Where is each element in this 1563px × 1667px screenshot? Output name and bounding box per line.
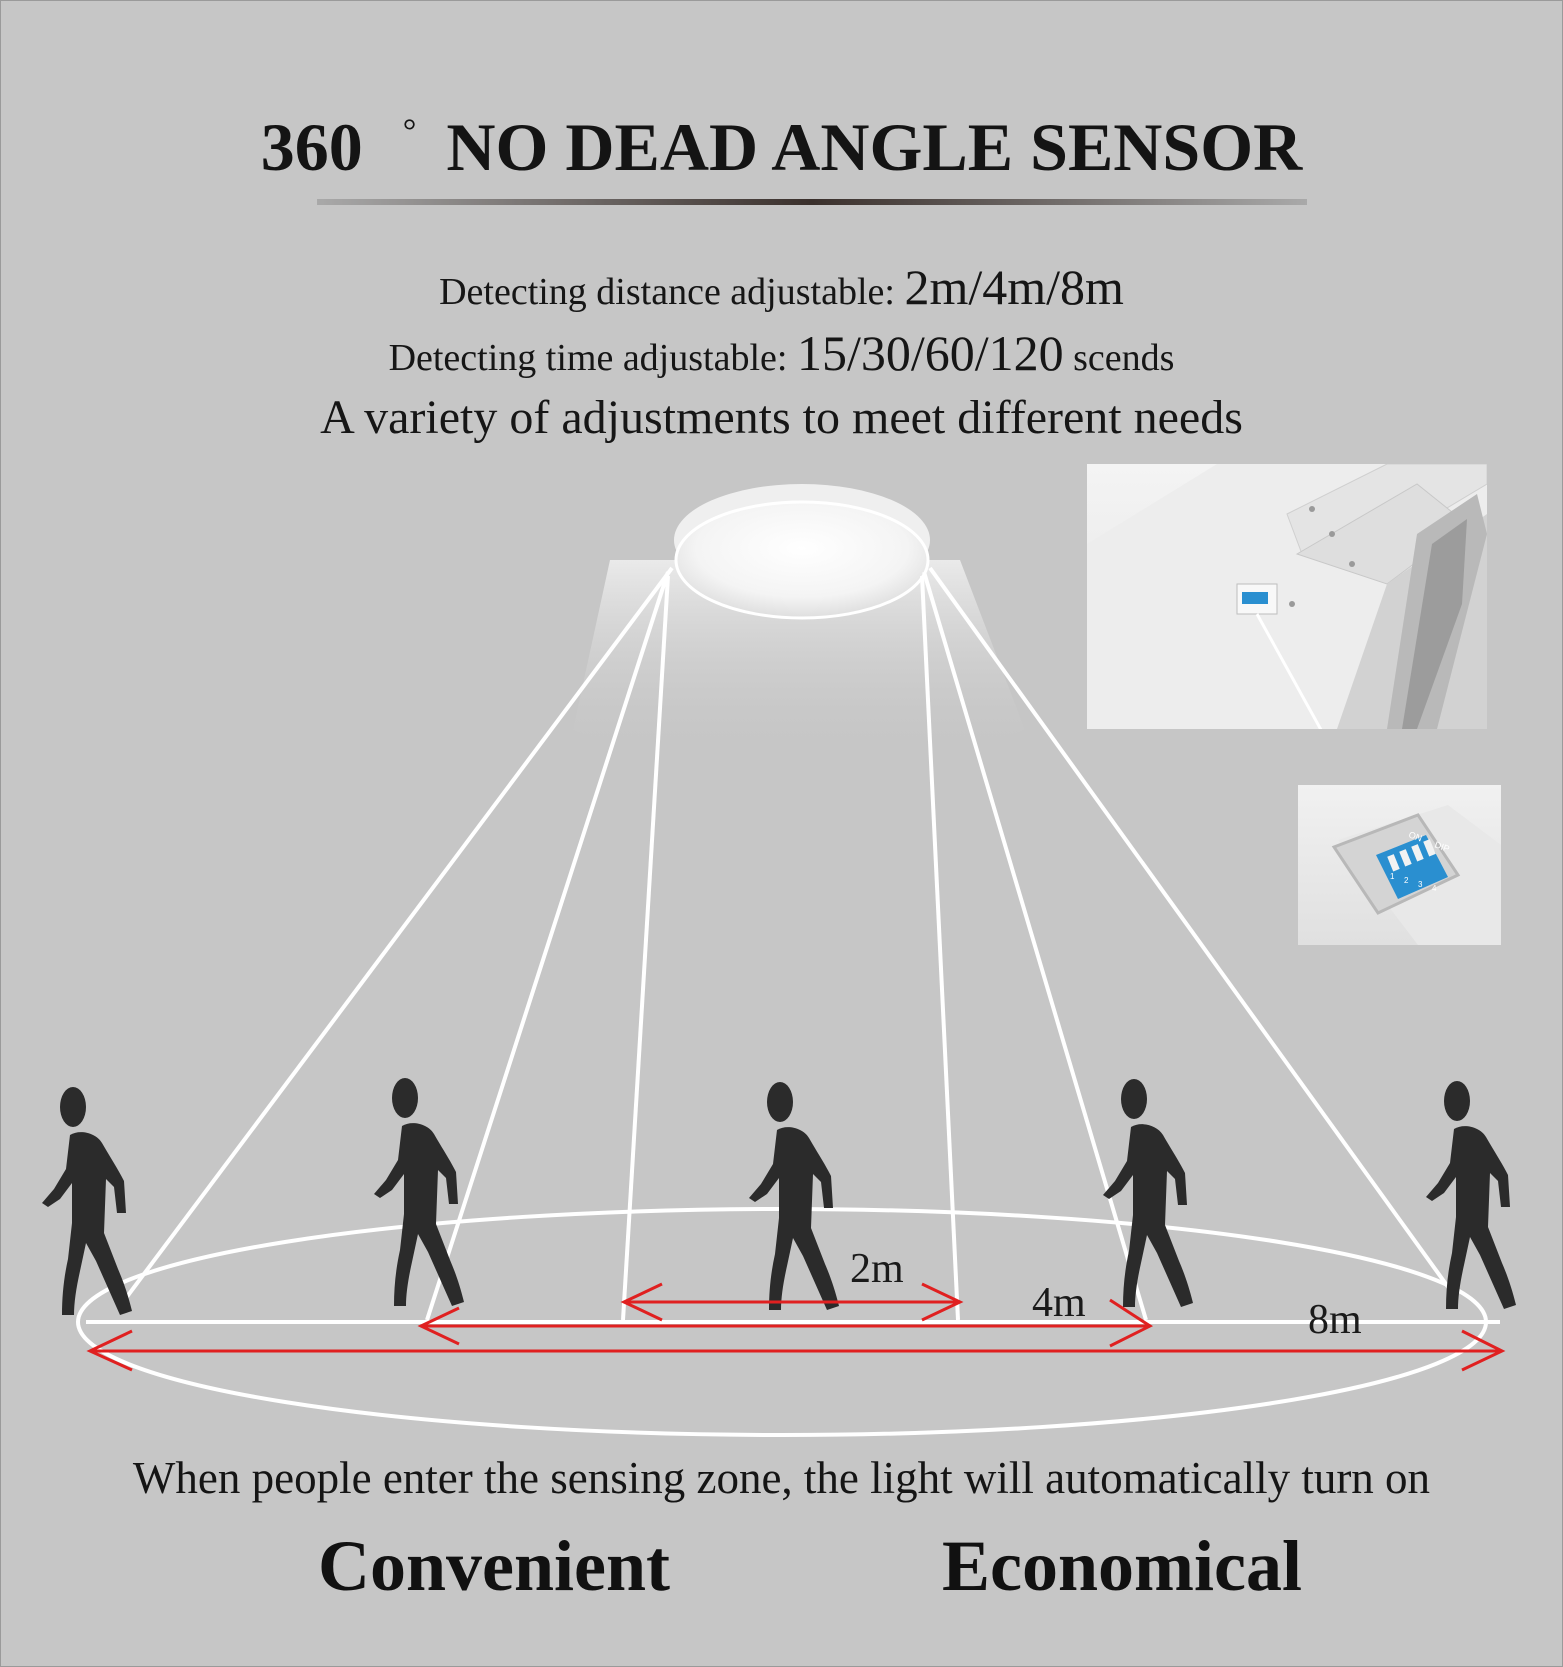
benefit-economical: Economical: [942, 1526, 1302, 1606]
title-number: 360: [260, 109, 363, 185]
title-divider: [317, 199, 1307, 205]
distance-values: 2m/4m/8m: [904, 259, 1124, 315]
time-values: 15/30/60/120: [796, 325, 1064, 381]
dip-number: 1: [1390, 872, 1395, 881]
tagline: A variety of adjustments to meet differe…: [320, 391, 1243, 444]
distance-label: Detecting distance adjustable:: [439, 271, 895, 313]
sensor-closeup-photo: [1087, 464, 1487, 729]
dip-number: 2: [1404, 876, 1409, 885]
title-degree: °: [402, 113, 417, 150]
title-text: NO DEAD ANGLE SENSOR: [446, 109, 1303, 185]
benefit-convenient: Convenient: [318, 1526, 671, 1606]
dip-switch-icon: ON DIP 1 2 3 4: [1331, 805, 1501, 945]
time-label: Detecting time adjustable:: [388, 337, 788, 379]
time-spec: Detecting time adjustable: 15/30/60/120 …: [0, 324, 1563, 382]
dip-number: 3: [1418, 880, 1423, 889]
distance-spec: Detecting distance adjustable: 2m/4m/8m: [0, 258, 1563, 316]
dip-switch-photo: ON DIP 1 2 3 4: [1298, 785, 1501, 945]
dip-number: 4: [1432, 884, 1437, 893]
sensing-description: When people enter the sensing zone, the …: [132, 1453, 1431, 1503]
page-title: 360 ° NO DEAD ANGLE SENSOR: [0, 108, 1563, 187]
sensor-closeup-illustration: [1087, 464, 1487, 729]
time-unit: scends: [1073, 337, 1175, 379]
